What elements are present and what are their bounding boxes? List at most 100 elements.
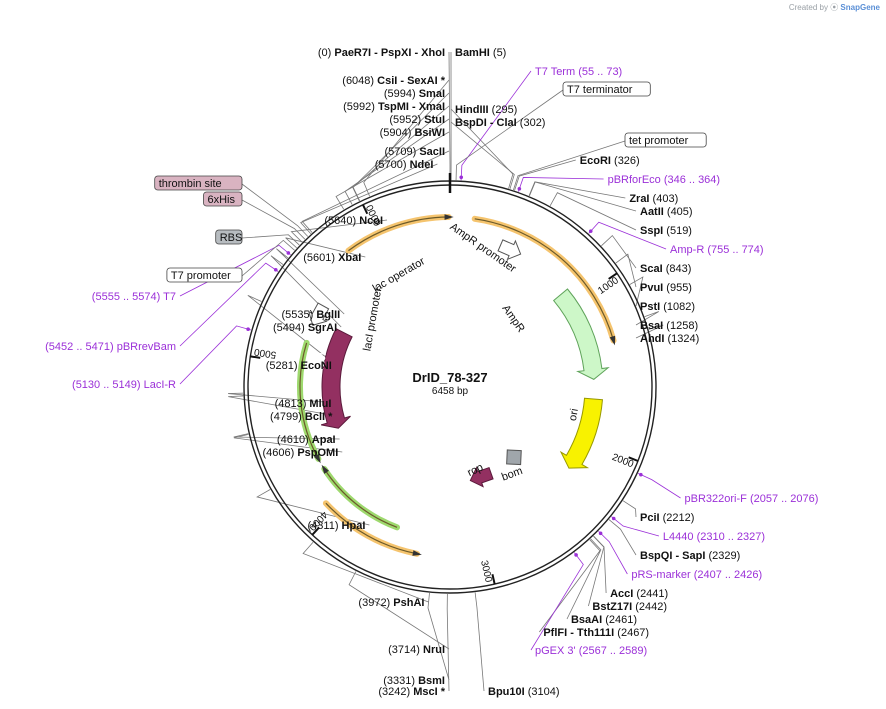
site-position: (5904) [380,127,415,139]
primer-range: (5555 .. 5574) [92,291,163,303]
site-position: (4813) [275,398,310,410]
primer-name: pBRrevBam [117,341,176,353]
site-text: PstI (1082) [640,301,695,313]
site-text: (0) PaeR7I - PspXI - XhoI [318,47,445,59]
site-position: (295) [489,104,518,116]
site-position: (3972) [358,597,393,609]
tick-mark [362,204,369,215]
site-position: (2212) [660,512,695,524]
site-name: MluI [309,398,331,410]
leader-line [233,433,340,440]
primer-marker [611,516,616,521]
site-text: (4311) HpaI [308,520,366,532]
feature-label: AmpR [499,303,526,335]
site-name: PvuI [640,282,663,294]
feature-tag-text: T7 terminator [567,84,633,96]
site-name: AccI [610,588,633,600]
site-name: AatII [640,206,664,218]
site-name: BamHI [455,47,490,59]
site-text: BamHI (5) [455,47,506,59]
site-position: (5992) [343,101,378,113]
site-name: MscI * [413,686,446,698]
site-text: AatII (405) [640,206,693,218]
primer-marker [598,531,603,536]
orfs [297,214,617,557]
site-position: (1324) [664,333,699,345]
feature-label: lacI promoter [361,286,384,352]
site-text: (5601) XbaI [303,252,361,264]
site-name: EcoNI [301,360,332,372]
site-name: SmaI [419,88,445,100]
leader-line [529,181,637,212]
orf-arrowhead [412,550,422,556]
site-name: BstZ17I [592,601,632,613]
leader-line [302,541,429,603]
site-text: AccI (2441) [610,588,668,600]
orf-arrowhead [321,464,329,474]
site-position: (4606) [262,447,297,459]
orf-line [325,502,418,555]
site-text: (5281) EcoNI [266,360,332,372]
site-position: (2461) [602,614,637,626]
site-name: HpaI [342,520,366,532]
feature-tag: T7 terminator [562,81,651,97]
primer-marker [574,553,578,557]
leader-line [513,140,626,191]
site-name: PflFI - Tth111I [543,627,614,639]
site-position: (405) [664,206,693,218]
orf-arrowhead [313,453,321,464]
leader-line [241,234,300,246]
site-text: Bpu10I (3104) [488,686,560,698]
site-text: (5994) SmaI [384,88,445,100]
feature-tag: 6xHis [203,191,243,207]
leader-line [637,473,681,499]
site-position: (3331) [383,675,418,687]
feature-label: lac operator [371,255,428,295]
leader-line [455,89,564,181]
primer-name: T7 Term [535,66,578,78]
tick-mark [491,574,496,585]
tick-mark [250,355,261,359]
site-text: (3714) NruI [388,644,445,656]
primer-marker [286,251,291,255]
feature-tag-text: 6xHis [208,194,236,206]
site-name: NruI [423,644,445,656]
leader-line [285,237,366,258]
site-position: (5) [490,47,507,59]
site-name: ZraI [629,193,649,205]
backbone [243,173,657,594]
site-text: (5700) NdeI [375,159,434,171]
site-name: BsmI [418,675,445,687]
feature-tag-box [203,191,243,207]
site-text: EcoRI (326) [580,155,640,167]
primer-label: pGEX 3' (2567 .. 2589) [535,645,647,657]
leader-line [450,121,515,189]
primer-marker [273,268,278,272]
site-position: (955) [663,282,692,294]
site-position: (0) [318,47,335,59]
leader-line [241,239,295,277]
site-text: (5709) SacII [384,146,445,158]
leader-line [241,199,306,240]
site-text: BspQI - SapI (2329) [640,550,740,562]
leader-line [460,70,532,181]
site-position: (326) [611,155,640,167]
feature-tag: thrombin site [154,175,243,191]
site-name: PaeR7I - PspXI - XhoI [334,47,445,59]
tick-label: 3000 [478,559,494,584]
primer-label: (5130 .. 5149) LacI-R [72,379,176,391]
site-name: XbaI [338,252,361,264]
site-text: (4606) PspOMI [262,447,338,459]
feature-tag-text: RBS [220,232,243,244]
site-position: (4610) [277,434,312,446]
primer-range: (2407 .. 2426) [694,569,763,581]
site-name: SacII [419,146,445,158]
primer-label: pBR322ori-F (2057 .. 2076) [685,493,819,505]
primer-label: pBRforEco (346 .. 364) [608,174,721,186]
site-position: (5535) [282,309,317,321]
site-text: (4813) MluI [275,398,332,410]
site-name: TspMI - XmaI [378,101,445,113]
tick-label: 2000 [610,452,635,471]
primer-name: LacI-R [144,379,176,391]
